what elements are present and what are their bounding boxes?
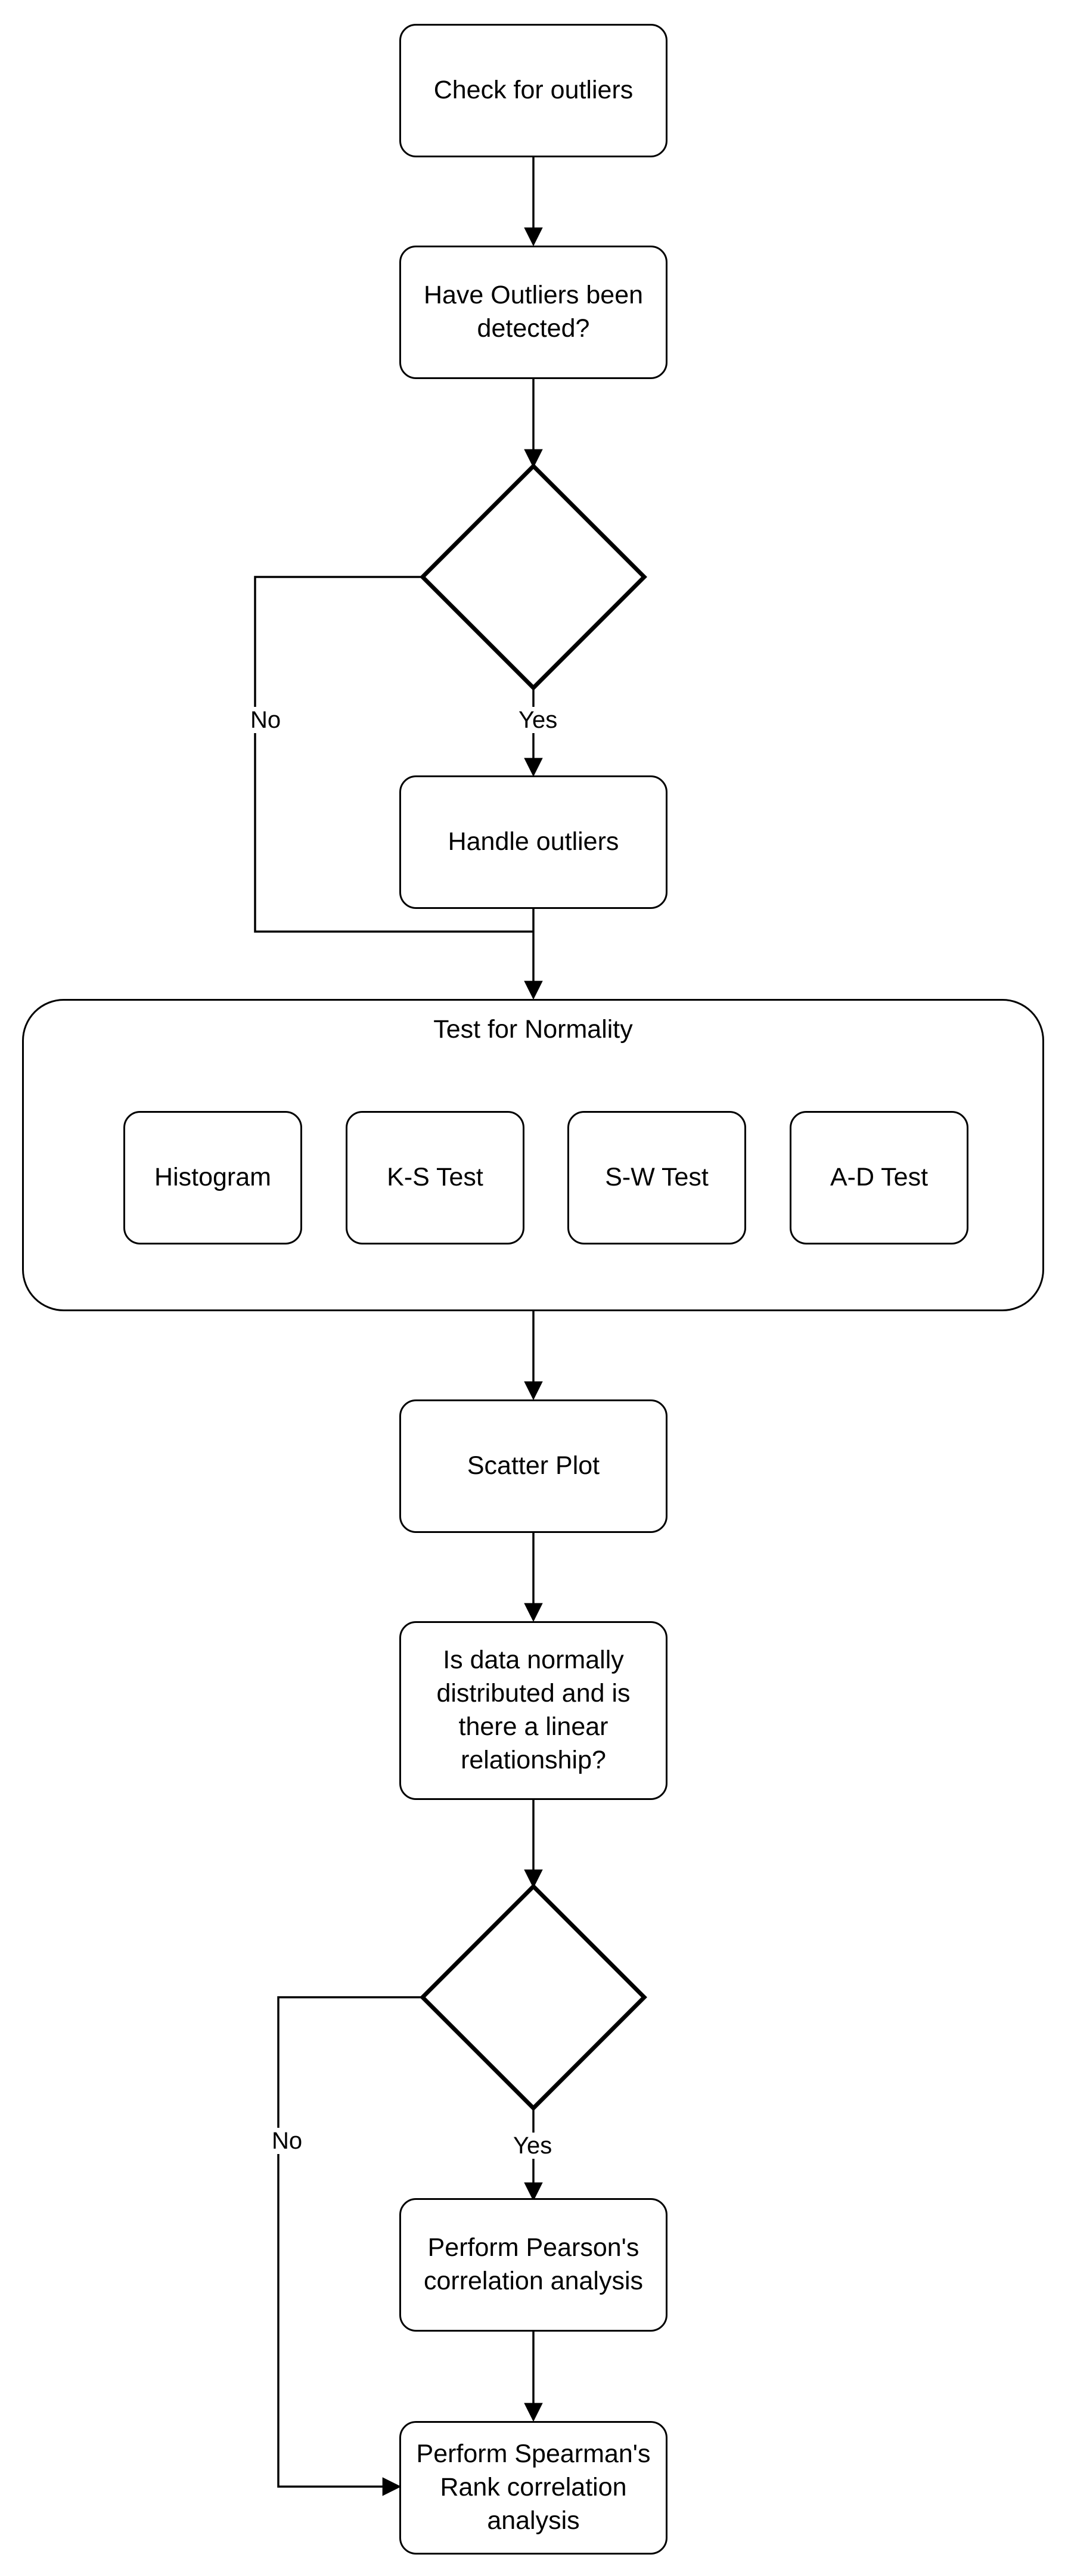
decision2-yes-label: Yes xyxy=(511,2133,555,2159)
decision-diamond-1 xyxy=(420,463,647,691)
ks-test-box: K-S Test xyxy=(346,1111,524,1244)
spearman-analysis-box: Perform Spearman's Rank correlation anal… xyxy=(399,2421,667,2555)
sw-test-box: S-W Test xyxy=(567,1111,746,1244)
scatter-plot-box: Scatter Plot xyxy=(399,1399,667,1533)
decision2-no-label: No xyxy=(269,2128,305,2154)
handle-outliers-box: Handle outliers xyxy=(399,775,667,909)
normal-linear-question-box: Is data normally distributed and is ther… xyxy=(399,1621,667,1800)
decision1-no-label: No xyxy=(248,707,284,733)
decision1-yes-label: Yes xyxy=(516,707,560,733)
normality-title: Test for Normality xyxy=(433,1015,633,1044)
outliers-detected-question-box: Have Outliers been detected? xyxy=(399,246,667,379)
histogram-box: Histogram xyxy=(123,1111,302,1244)
ad-test-box: A-D Test xyxy=(790,1111,968,1244)
normality-test-group: Test for Normality Histogram K-S Test S-… xyxy=(22,999,1044,1311)
arrow-decision1-no xyxy=(254,576,533,933)
decision-diamond-2 xyxy=(420,1883,647,2111)
check-outliers-box: Check for outliers xyxy=(399,24,667,157)
pearson-analysis-box: Perform Pearson's correlation analysis xyxy=(399,2198,667,2332)
arrow-decision2-no xyxy=(277,1996,423,2496)
